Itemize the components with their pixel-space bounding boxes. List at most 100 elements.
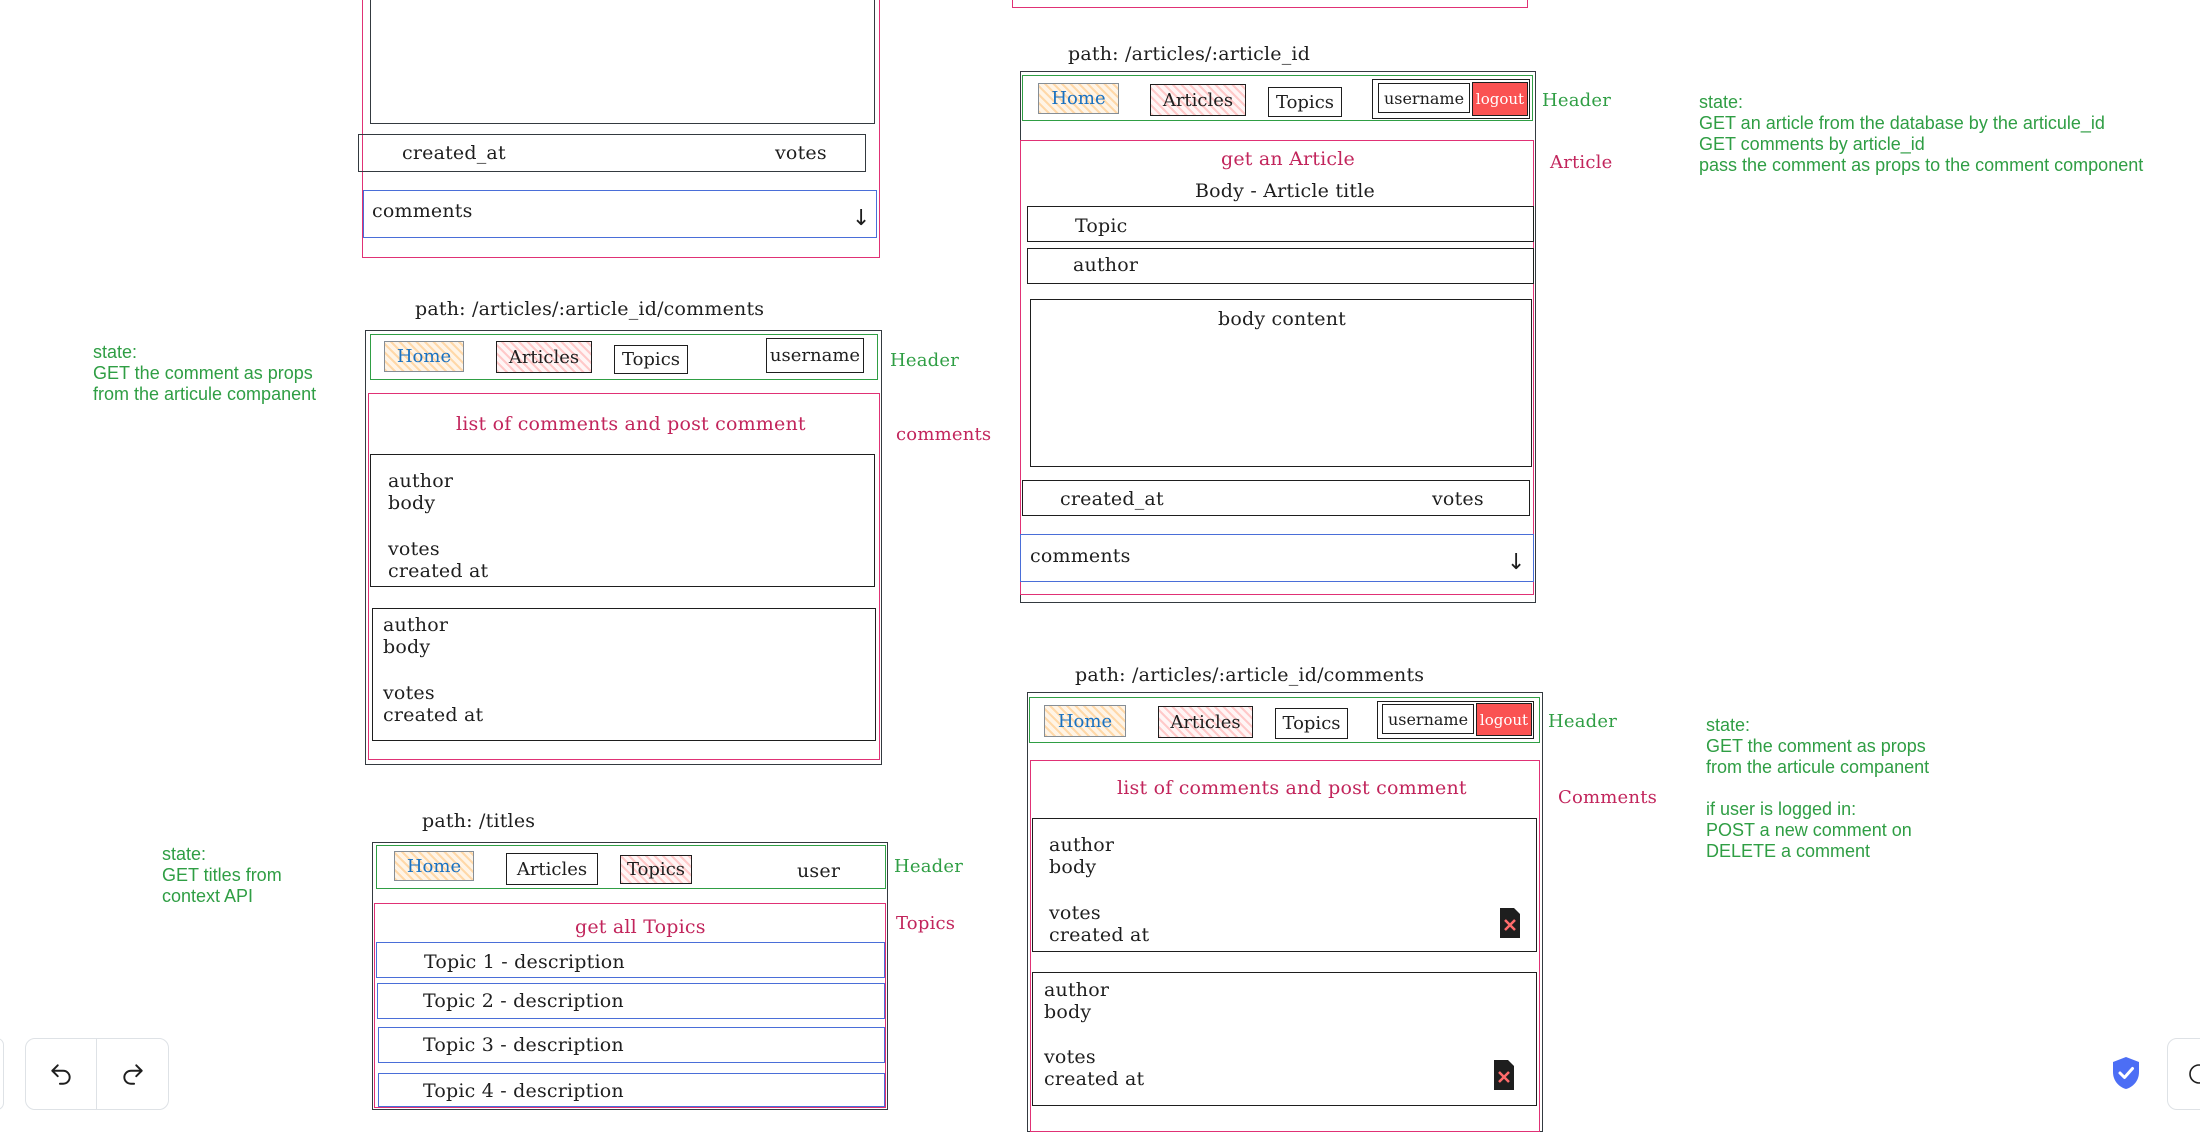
comment-body: body [1049, 856, 1097, 878]
comment-created-at: created at [1044, 1068, 1145, 1090]
redo-icon [123, 1064, 143, 1085]
comment-body: body [383, 636, 431, 658]
logout-button[interactable]: logout [1472, 82, 1528, 116]
note-right-comments: state: GET the comment as props from the… [1706, 715, 1930, 861]
comment-card [370, 454, 875, 587]
wire-topics-section [374, 903, 886, 1108]
nav-topics-button[interactable]: Topics [1268, 87, 1342, 117]
topic-item[interactable] [378, 1073, 885, 1107]
nav-username-button[interactable]: username [1378, 83, 1470, 113]
delete-file-icon[interactable] [1497, 906, 1523, 940]
partial-top-right-edge [1012, 0, 1528, 8]
topic-item[interactable] [376, 942, 885, 978]
topic-item-label: Topic 4 - description [423, 1080, 624, 1102]
topic-item-label: Topic 3 - description [423, 1034, 624, 1056]
comment-votes: votes [383, 682, 435, 704]
article-comments-label: comments [1030, 545, 1131, 567]
wire-comments-left-path: path: /articles/:article_id/comments [415, 298, 765, 320]
comment-author: author [383, 614, 449, 636]
help-button[interactable] [2167, 1038, 2200, 1110]
wire-comments-right-title: list of comments and post comment [1117, 777, 1467, 799]
comment-author: author [1044, 979, 1110, 1001]
comment-votes: votes [1044, 1046, 1096, 1068]
wire-article-header [1022, 75, 1533, 121]
nav-topics-button[interactable]: Topics [614, 345, 688, 374]
comment-author: author [1049, 834, 1115, 856]
article-topic-row [1027, 206, 1534, 242]
article-author-row [1027, 248, 1534, 284]
nav-topics-button[interactable]: Topics [1275, 708, 1348, 739]
partial-created-at: created_at [402, 142, 506, 164]
comment-body: body [1044, 1001, 1092, 1023]
comment-author: author [388, 470, 454, 492]
wire-comments-right-path: path: /articles/:article_id/comments [1075, 664, 1425, 686]
wire-article-path: path: /articles/:article_id [1068, 43, 1311, 65]
nav-home-button[interactable]: Home [394, 851, 474, 881]
comment-card [1032, 972, 1537, 1106]
note-article: state: GET an article from the database … [1699, 92, 2144, 175]
wire-topics-path: path: /titles [422, 810, 536, 832]
comment-card [1032, 818, 1537, 952]
undo-icon [51, 1064, 71, 1085]
article-comments-row[interactable] [1020, 534, 1534, 582]
nav-articles-button[interactable]: Articles [1150, 84, 1246, 116]
topic-item[interactable] [378, 1027, 885, 1063]
toolbar-partial-left[interactable] [0, 1038, 4, 1110]
comment-votes: votes [388, 538, 440, 560]
comment-body: body [388, 492, 436, 514]
nav-home-button[interactable]: Home [384, 341, 464, 372]
wire-topics-frame [372, 842, 888, 1110]
note-left-comments: state: GET the comment as props from the… [93, 342, 317, 404]
partial-body-box [370, 0, 875, 124]
section-label-article: Article [1550, 152, 1613, 173]
logout-button[interactable]: logout [1476, 703, 1532, 736]
wire-article-title: get an Article [1221, 148, 1355, 170]
nav-topics-button[interactable]: Topics [620, 855, 692, 884]
article-body-content: body content [1218, 308, 1347, 330]
user-controls-group [1372, 79, 1530, 119]
partial-article-frame-outer [362, 0, 880, 258]
nav-articles-button[interactable]: Articles [506, 853, 598, 885]
article-created-at: created_at [1060, 488, 1164, 510]
shield-check-icon[interactable] [2110, 1055, 2142, 1091]
nav-username-button[interactable]: username [1382, 704, 1474, 734]
nav-home-button[interactable]: Home [1044, 705, 1126, 737]
nav-username-button[interactable]: username [766, 338, 864, 373]
user-controls-group [1377, 701, 1534, 739]
nav-home-button[interactable]: Home [1038, 83, 1119, 114]
section-label-topics: Topics [896, 913, 956, 934]
comment-created-at: created at [383, 704, 484, 726]
nav-articles-button[interactable]: Articles [496, 341, 592, 373]
wire-comments-left-title: list of comments and post comment [456, 413, 806, 435]
arrow-down-icon[interactable]: ↓ [1507, 550, 1526, 575]
undo-button[interactable] [26, 1039, 97, 1109]
wire-comments-left-header [370, 334, 878, 380]
article-meta-row [1022, 480, 1530, 516]
article-votes: votes [1432, 488, 1484, 510]
comment-card [372, 608, 876, 741]
section-label-header: Header [894, 856, 964, 877]
partial-comments-label: comments [372, 200, 473, 222]
wire-comments-left-section [368, 393, 880, 760]
article-author: author [1073, 254, 1139, 276]
nav-user-label[interactable]: user [797, 860, 841, 882]
section-label-header: Header [890, 350, 960, 371]
wire-topics-title: get all Topics [575, 916, 706, 938]
section-label-comments: comments [896, 424, 992, 445]
comment-created-at: created at [388, 560, 489, 582]
article-topic: Topic [1075, 215, 1128, 237]
topic-item-label: Topic 2 - description [423, 990, 624, 1012]
comment-votes: votes [1049, 902, 1101, 924]
article-subtitle: Body - Article title [1195, 180, 1375, 202]
arrow-down-icon[interactable]: ↓ [852, 206, 871, 231]
section-label-header: Header [1542, 90, 1612, 111]
delete-file-icon[interactable] [1491, 1058, 1517, 1092]
wire-topics-header [376, 845, 886, 889]
topic-item[interactable] [377, 983, 885, 1019]
wire-article-section [1020, 140, 1534, 595]
nav-articles-button[interactable]: Articles [1158, 706, 1253, 738]
redo-button[interactable] [98, 1039, 168, 1109]
article-body-box [1030, 299, 1532, 467]
partial-comments-row[interactable] [363, 190, 877, 238]
note-topics: state: GET titles from context API [162, 844, 282, 906]
